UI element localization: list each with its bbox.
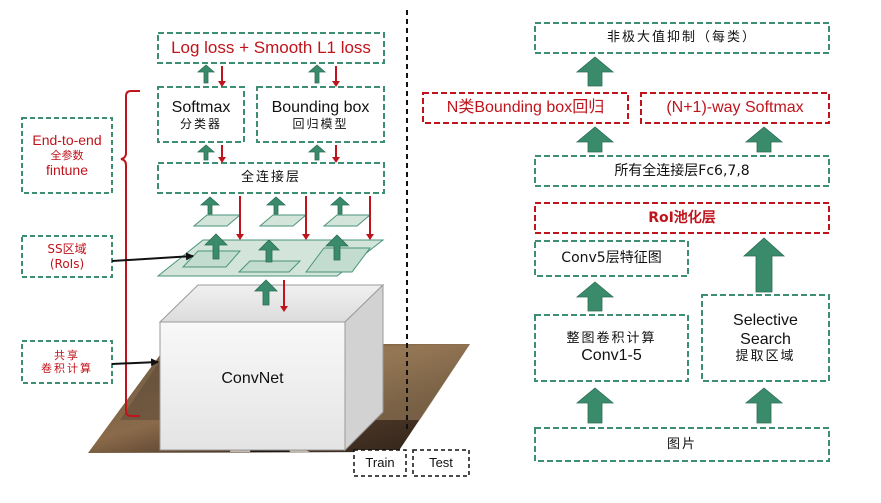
softmax-title: Softmax [171, 98, 231, 116]
softmax-right-box [640, 92, 830, 124]
ss-box [21, 235, 113, 278]
fc-label: 全连接层 [240, 170, 301, 186]
end2end-line2: 全参数 [50, 148, 84, 162]
shared-label: 共享 卷积计算 [22, 341, 112, 383]
ss-pointer-arrow [111, 252, 194, 262]
pooled-roi-squares [192, 214, 372, 227]
end2end-line3: fintune [45, 162, 89, 179]
softmax-label: Softmax 分类器 [158, 87, 244, 142]
softmax-right-label: (N+1)-way Softmax [666, 99, 804, 117]
ss-right-box [701, 294, 830, 382]
bbox-reg-label: N类Bounding box回归 [446, 99, 605, 117]
conv-full-line2: Conv1-5 [581, 347, 642, 365]
nms-label: 非极大值抑制（每类） [606, 30, 757, 46]
bbox-label: Bounding box 回归模型 [257, 87, 384, 142]
train-legend-box [353, 449, 407, 477]
ss-right-line2: Search [740, 331, 791, 349]
softmax-subtitle: 分类器 [179, 116, 222, 131]
ss-side-label: SS区域 (RoIs) [22, 236, 112, 277]
ss-side-line1: SS区域 [47, 242, 87, 257]
fc-right-label: 所有全连接层Fc6,7,8 [614, 162, 750, 179]
conv-full-box [534, 314, 689, 382]
loss-label: Log loss + Smooth L1 loss [171, 37, 371, 57]
bbox-reg-box [422, 92, 629, 124]
ss-right-label: Selective Search 提取区域 [702, 295, 829, 381]
shared-line2: 卷积计算 [41, 362, 93, 375]
shared-pointer-arrow [111, 358, 159, 367]
conv5-label: Conv5层特征图 [561, 250, 662, 267]
right-flow-arrows [575, 56, 786, 424]
image-label: 图片 [666, 436, 697, 452]
roi-box [534, 202, 830, 234]
test-legend: Test [429, 455, 453, 471]
ss-right-line1: Selective [733, 312, 798, 330]
bbox-box [256, 86, 385, 143]
nms-box [534, 22, 830, 54]
end2end-box [21, 117, 113, 194]
ss-side-line2: (RoIs) [49, 256, 85, 271]
train-legend: Train [365, 455, 395, 471]
fc-right-box [534, 155, 830, 187]
conv-full-line1: 整图卷积计算 [566, 330, 657, 346]
conv5-box [534, 240, 689, 277]
shared-line1: 共享 [54, 348, 80, 362]
fc-box [157, 162, 385, 194]
image-box [534, 427, 830, 462]
left-backprop-arrows [218, 66, 374, 312]
ss-right-line3: 提取区域 [735, 349, 796, 365]
bbox-title: Bounding box [271, 98, 370, 116]
roi-label: RoI池化层 [648, 209, 716, 226]
conv-full-label: 整图卷积计算 Conv1-5 [535, 315, 688, 381]
left-forward-arrows [196, 64, 351, 306]
convnet-label: ConvNet [221, 370, 284, 388]
softmax-box [157, 86, 245, 143]
convnet-cube [158, 283, 385, 452]
red-brace [120, 90, 140, 417]
loss-box [157, 32, 385, 64]
test-legend-box [412, 449, 470, 477]
bbox-subtitle: 回归模型 [292, 116, 349, 131]
end2end-line1: End-to-end [32, 132, 102, 149]
shared-box [21, 340, 113, 384]
end2end-label: End-to-end 全参数 fintune [22, 118, 112, 193]
